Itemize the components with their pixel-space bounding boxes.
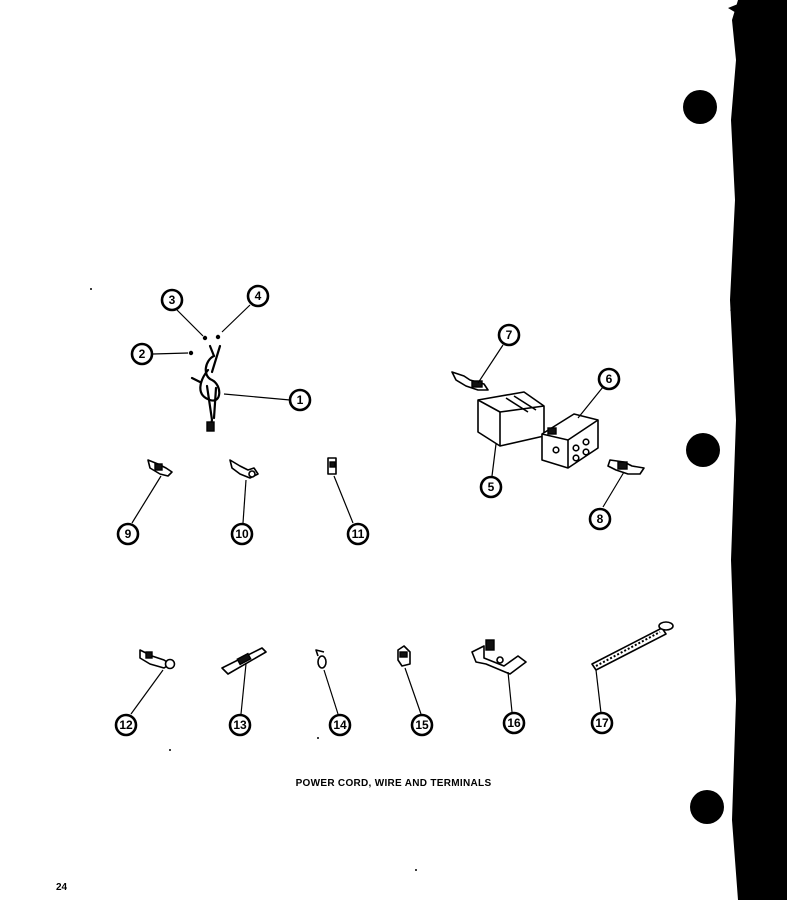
binder-hole-middle — [686, 433, 720, 467]
callout-3: 3 — [160, 288, 184, 312]
callout-label: 3 — [169, 293, 176, 307]
callout-label: 2 — [139, 347, 146, 361]
cable-tie-17 — [591, 621, 674, 671]
connector-15 — [397, 645, 411, 667]
callout-11: 11 — [346, 522, 370, 546]
callout-label: 6 — [606, 372, 613, 386]
callout-label: 11 — [352, 527, 365, 541]
callout-label: 10 — [235, 527, 249, 541]
scan-speck — [415, 869, 417, 871]
callout-2: 2 — [130, 342, 154, 366]
bracket-16 — [471, 639, 527, 675]
callout-label: 5 — [488, 480, 495, 494]
callout-label: 4 — [255, 289, 262, 303]
wire-end-2 — [188, 350, 194, 356]
power-cord-harness — [190, 344, 222, 432]
wire-end-3 — [202, 335, 208, 341]
terminal-8 — [607, 459, 645, 475]
callout-12: 12 — [114, 713, 138, 737]
clip-11 — [327, 457, 337, 475]
wire-nut-14 — [315, 649, 327, 669]
terminal-9 — [147, 459, 173, 477]
callout-7: 7 — [497, 323, 521, 347]
terminal-10 — [229, 459, 259, 479]
terminal-7 — [451, 371, 489, 391]
callout-17: 17 — [590, 711, 614, 735]
callout-14: 14 — [328, 713, 352, 737]
connector-housing-6 — [541, 413, 599, 469]
callout-label: 8 — [597, 512, 604, 526]
callout-label: 13 — [233, 718, 247, 732]
callout-label: 17 — [595, 716, 609, 730]
callout-label: 1 — [297, 393, 304, 407]
binder-hole-bottom — [690, 790, 724, 824]
callout-13: 13 — [228, 713, 252, 737]
callout-8: 8 — [588, 507, 612, 531]
callout-label: 16 — [507, 716, 521, 730]
binder-edge — [728, 0, 787, 900]
wire-end-4 — [215, 334, 221, 340]
callout-16: 16 — [502, 711, 526, 735]
callout-10: 10 — [230, 522, 254, 546]
callout-4: 4 — [246, 284, 270, 308]
callout-label: 12 — [119, 718, 133, 732]
binder-hole-top — [683, 90, 717, 124]
connector-housing-5 — [477, 391, 545, 447]
scan-speck — [317, 737, 319, 739]
callout-6: 6 — [597, 367, 621, 391]
callout-5: 5 — [479, 475, 503, 499]
callout-9: 9 — [116, 522, 140, 546]
callout-label: 9 — [125, 527, 132, 541]
callout-label: 15 — [415, 718, 429, 732]
scan-speck — [169, 749, 171, 751]
splice-terminal-13 — [221, 647, 267, 675]
callout-1: 1 — [288, 388, 312, 412]
diagram-caption: POWER CORD, WIRE AND TERMINALS — [295, 778, 492, 789]
callout-label: 14 — [333, 718, 347, 732]
callout-label: 7 — [506, 328, 513, 342]
callout-15: 15 — [410, 713, 434, 737]
page-number: 24 — [56, 882, 68, 893]
scan-speck — [90, 288, 92, 290]
ring-terminal-12 — [139, 649, 176, 670]
